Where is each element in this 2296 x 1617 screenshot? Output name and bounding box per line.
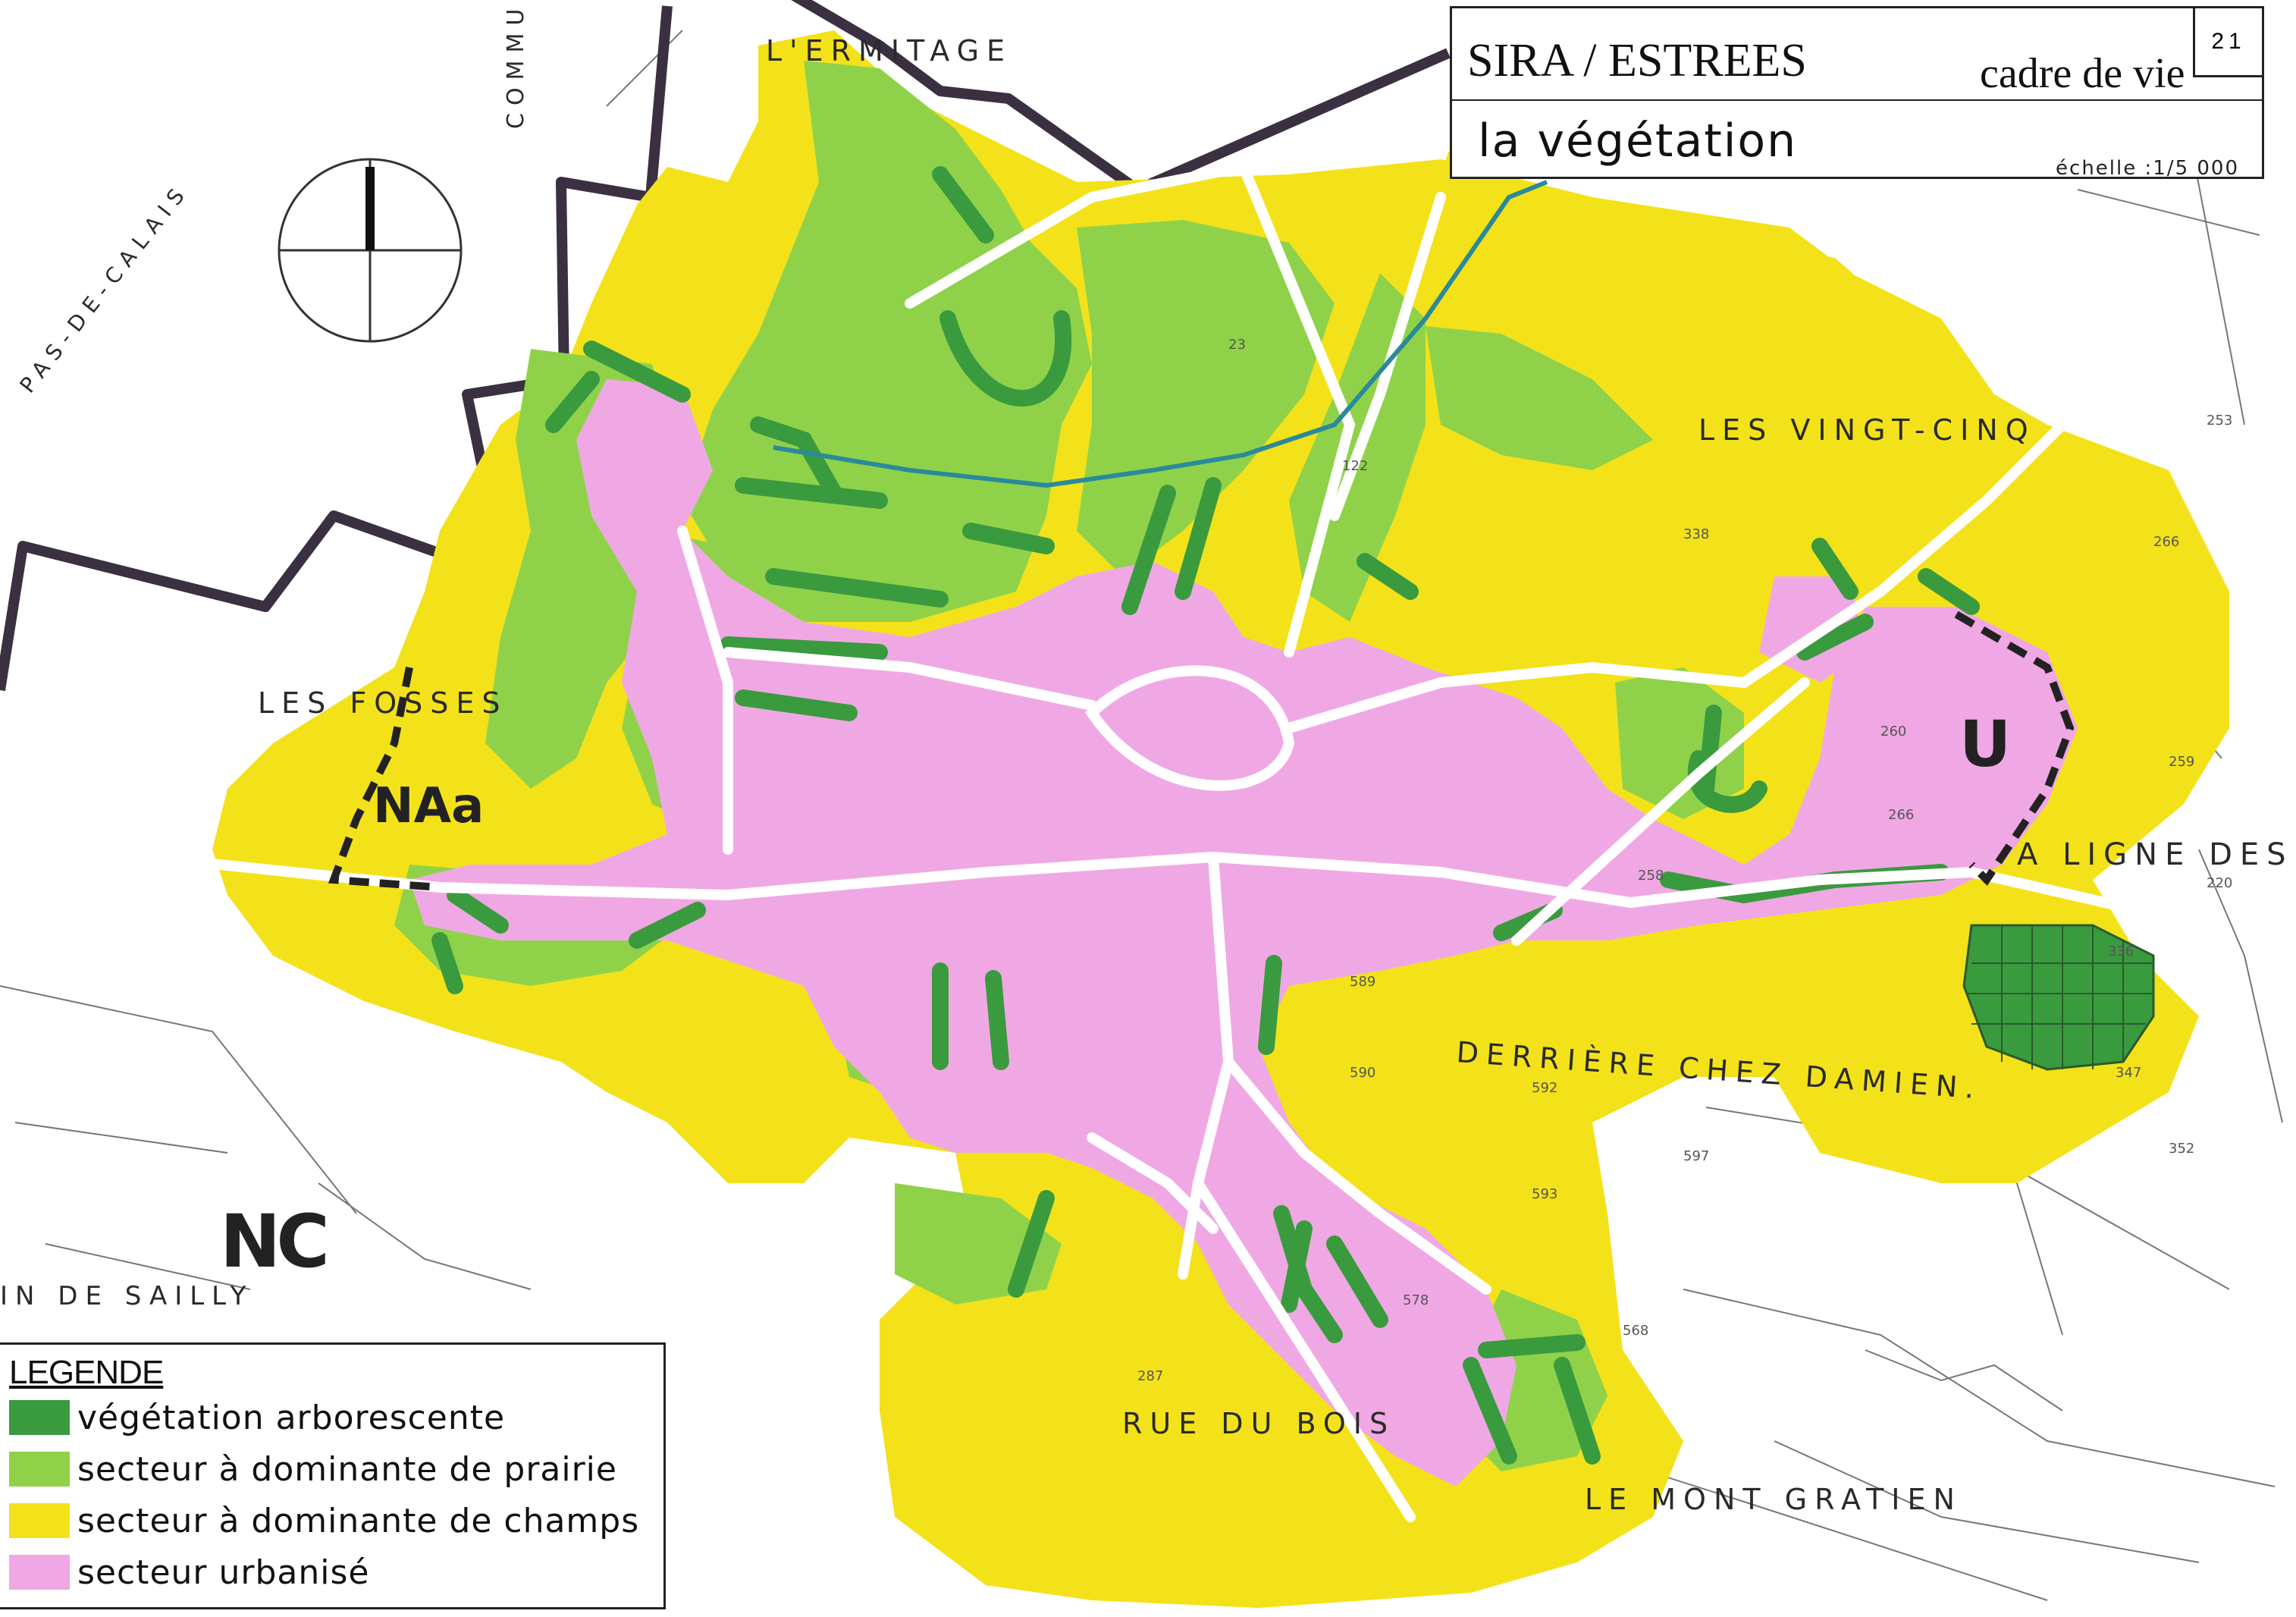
zone-code-naa: NAa — [373, 778, 484, 834]
plot-number: 258 — [1638, 868, 1664, 884]
plot-number: 578 — [1403, 1292, 1429, 1308]
legend-item-urban: secteur urbanisé — [9, 1549, 369, 1595]
plot-number: 253 — [2207, 413, 2232, 429]
plot-number: 266 — [2153, 534, 2179, 550]
plot-number: 352 — [2169, 1141, 2194, 1157]
map-scale: échelle :1/5 000 — [2056, 157, 2239, 180]
plot-number: 347 — [2116, 1065, 2141, 1081]
zone-code-u: U — [1959, 707, 2011, 781]
plot-number: 589 — [1350, 974, 1375, 990]
label-ligne-des-vea: A LIGNE DES VEA — [2017, 837, 2296, 872]
label-commun: COMMUN — [503, 0, 529, 129]
legend-label-urban: secteur urbanisé — [77, 1553, 370, 1592]
legend-swatch-trees — [9, 1400, 70, 1435]
legend-item-meadow: secteur à dominante de prairie — [9, 1446, 617, 1492]
roads — [0, 162, 2144, 1522]
title-block: SIRA / ESTREES cadre de vie 21 la végéta… — [1450, 6, 2264, 180]
legend-label-meadow: secteur à dominante de prairie — [77, 1449, 617, 1489]
label-le-mont-gratien: LE MONT GRATIEN — [1585, 1483, 1962, 1516]
plot-number: 220 — [2207, 875, 2232, 891]
zone-code-nc: NC — [220, 1199, 325, 1284]
legend-swatch-meadow — [9, 1452, 70, 1487]
legend-label-fields: secteur à dominante de champs — [77, 1501, 640, 1540]
legend-item-fields: secteur à dominante de champs — [9, 1498, 639, 1543]
stream — [773, 180, 1548, 488]
plot-number: 23 — [1228, 337, 1246, 353]
label-pas-de-calais: PAS-DE-CALAIS — [15, 178, 194, 398]
commune-boundary-north — [791, 0, 1451, 195]
plot-number: 597 — [1683, 1148, 1709, 1164]
label-rue-du-bois: RUE DU BOIS — [1122, 1407, 1395, 1440]
label-ermitage: L'ERMITAGE — [766, 34, 1012, 68]
map-subtitle: cadre de vie — [1980, 50, 2185, 97]
legend: LEGENDE végétation arborescente secteur … — [0, 1342, 666, 1609]
title-row: SIRA / ESTREES cadre de vie 21 — [1452, 8, 2262, 101]
plot-number: 259 — [2169, 754, 2194, 770]
map-theme: la végétation — [1478, 115, 1798, 168]
label-fosses: LES FOSSES — [258, 686, 508, 720]
plot-numbers: 23 122 338 260 266 258 589 590 592 593 5… — [1137, 337, 2232, 1384]
orchard-grid — [1968, 925, 2153, 1069]
u-zone-boundary — [1954, 611, 2075, 886]
sheet-number: 21 — [2193, 8, 2262, 77]
tree-strips — [431, 166, 1980, 1465]
plot-number: 336 — [2108, 944, 2134, 959]
legend-item-trees: végétation arborescente — [9, 1395, 505, 1440]
naa-zone-boundary — [328, 667, 441, 891]
plot-number: 338 — [1683, 526, 1709, 542]
legend-swatch-fields — [9, 1503, 70, 1538]
legend-swatch-urban — [9, 1555, 70, 1590]
plot-number: 287 — [1137, 1368, 1163, 1384]
plot-number: 122 — [1342, 458, 1368, 474]
plot-number: 568 — [1623, 1323, 1648, 1339]
label-chemin-de-sailly: IN DE SAILLY — [0, 1281, 253, 1311]
plot-number: 260 — [1880, 724, 1906, 739]
legend-label-trees: végétation arborescente — [77, 1398, 506, 1437]
label-vingt-cinq: LES VINGT-CINQ — [1698, 413, 2036, 447]
plot-number: 266 — [1888, 807, 1914, 823]
north-compass — [278, 158, 463, 343]
plot-number: 593 — [1532, 1186, 1557, 1202]
plot-number: 590 — [1350, 1065, 1375, 1081]
map-title: SIRA / ESTREES — [1467, 35, 1807, 86]
legend-title: LEGENDE — [9, 1354, 164, 1391]
plot-number: 592 — [1532, 1080, 1557, 1096]
